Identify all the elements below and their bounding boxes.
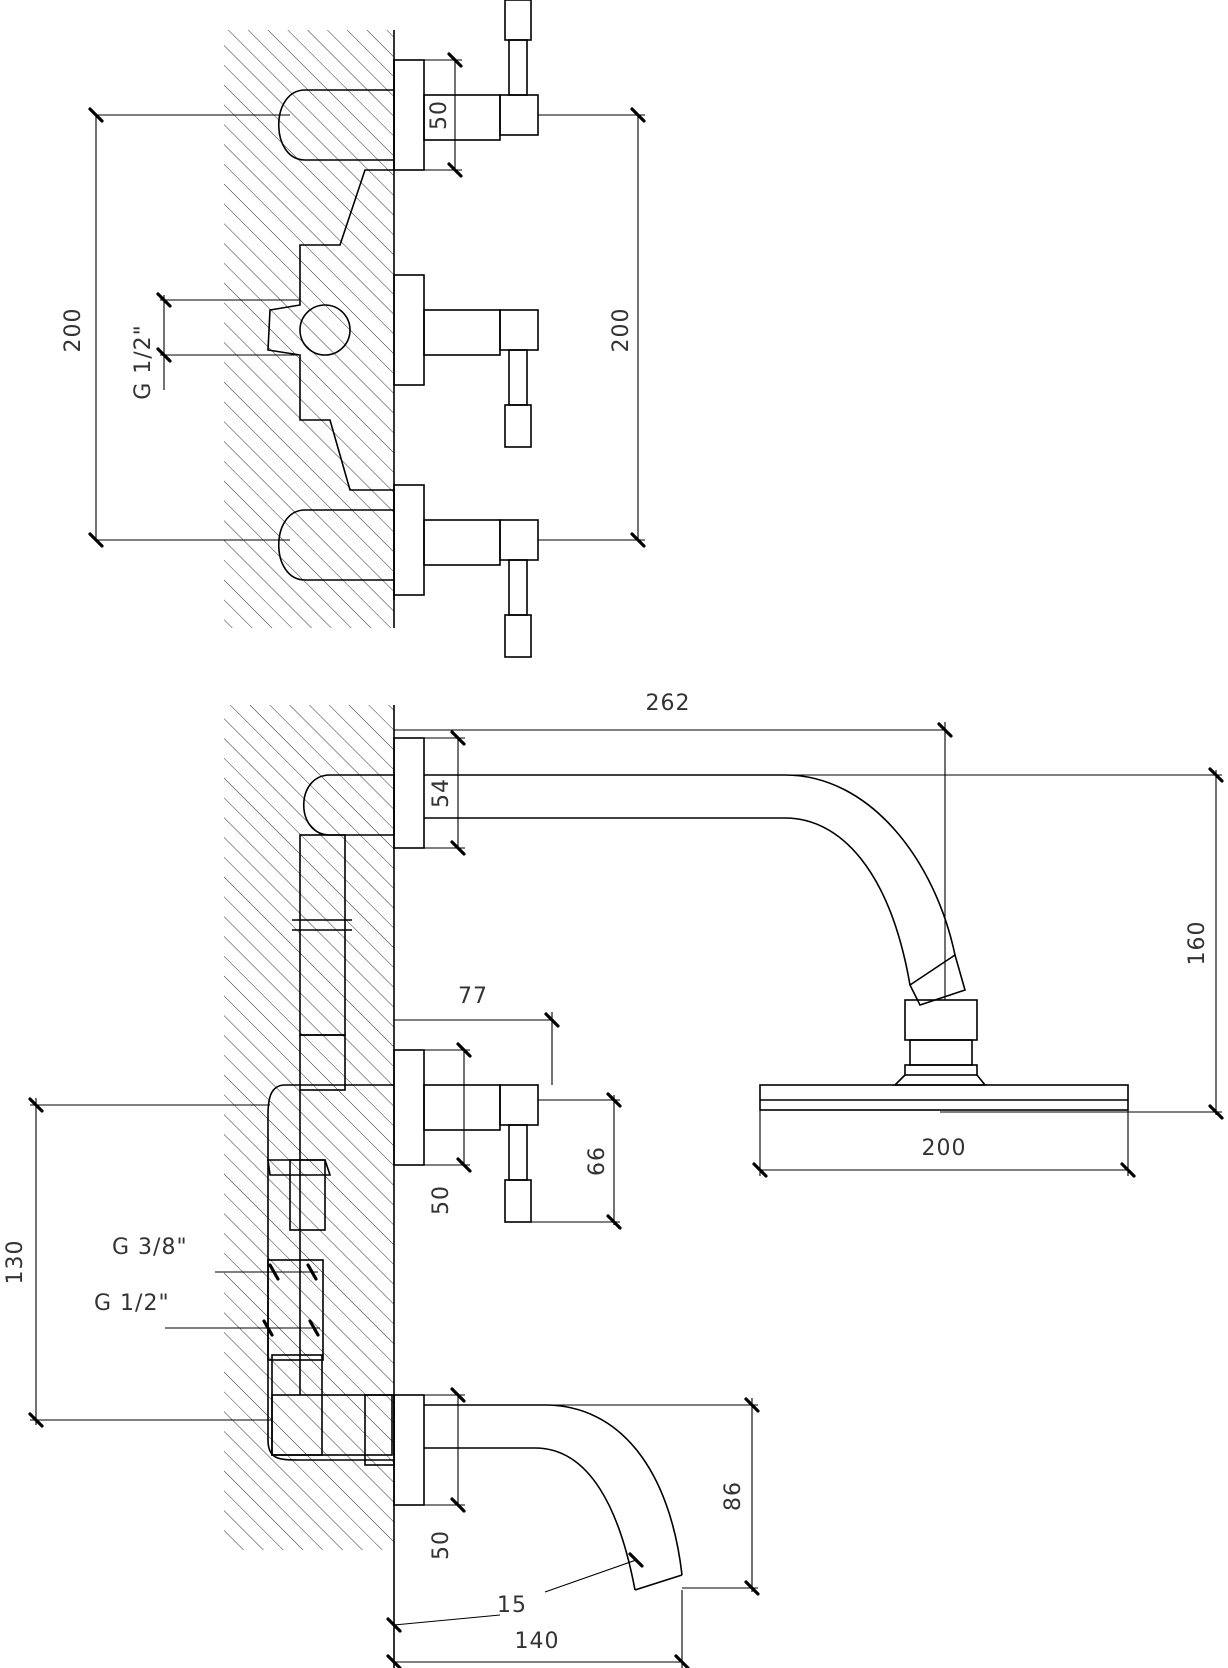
- dim-top-flange: 50: [394, 52, 463, 178]
- dim-top-height-right: 200: [538, 107, 646, 548]
- dim-top-flange-label: 50: [427, 100, 452, 130]
- bath-spout: [424, 1404, 683, 1576]
- dim-spout-drop-label: 86: [721, 1481, 746, 1511]
- dim-handle-length-label: 66: [585, 1146, 610, 1176]
- dim-inlet-large-label: G 1/2": [94, 1291, 170, 1316]
- dim-spout-flange: 50: [424, 1387, 466, 1560]
- top-view: 200 200 50 G 1/2": [61, 0, 646, 658]
- dim-inlet-large: G 1/2": [94, 1291, 320, 1337]
- dim-spout-flange-label: 50: [429, 1530, 454, 1560]
- dim-valve-depth-label: 77: [458, 984, 488, 1009]
- dim-spout-angle-label: 15: [497, 1593, 527, 1618]
- dim-head-width: 200: [752, 1110, 1136, 1178]
- dim-inlet-spacing-label: 130: [3, 1240, 28, 1285]
- dim-valve-flange: 50: [424, 1042, 472, 1215]
- arm-flange: [393, 737, 425, 849]
- dim-arm-reach-label: 262: [646, 691, 691, 716]
- spout-flange: [393, 1394, 425, 1506]
- dim-inlet-small-label: G 3/8": [112, 1235, 188, 1260]
- flange-middle: [393, 274, 425, 386]
- wall-hatch-side: [224, 705, 394, 1550]
- dim-top-height-left: 200: [61, 107, 290, 548]
- dim-spout-drop: 86: [545, 1397, 760, 1596]
- flange-upper: [393, 59, 425, 171]
- concealed-riser: [267, 774, 395, 1466]
- dim-arm-flange-label: 54: [429, 778, 454, 808]
- dim-top-height-right-label: 200: [609, 308, 634, 353]
- concealed-body-top: [267, 60, 395, 600]
- dim-head-drop: 160: [785, 767, 1224, 1120]
- dim-spout-reach-label: 140: [515, 1629, 560, 1654]
- dim-inlet-spacing: 130: [3, 1097, 272, 1428]
- valve-flange: [393, 1049, 425, 1166]
- dim-valve-flange-label: 50: [429, 1185, 454, 1215]
- side-view: 262 54 160 200: [3, 691, 1224, 1668]
- dim-valve-depth: 77: [394, 984, 560, 1085]
- dim-head-width-label: 200: [922, 1136, 967, 1161]
- wall-hatch-top: [224, 30, 394, 628]
- flange-lower: [393, 484, 425, 596]
- dim-arm-reach: 262: [394, 691, 953, 1000]
- dim-top-inlet-label: G 1/2": [131, 324, 156, 400]
- dim-top-height-left-label: 200: [61, 308, 86, 353]
- dim-inlet-small: G 3/8": [112, 1235, 318, 1281]
- dim-handle-length: 66: [531, 1092, 622, 1230]
- dim-arm-flange: 54: [394, 730, 466, 856]
- dim-spout-angle: 15: [386, 1552, 644, 1633]
- dim-head-drop-label: 160: [1185, 921, 1210, 966]
- shower-head: [759, 1084, 1129, 1111]
- shower-arm: [424, 774, 956, 956]
- dim-top-inlet: G 1/2": [131, 292, 300, 400]
- dim-spout-reach: 140: [386, 1590, 690, 1668]
